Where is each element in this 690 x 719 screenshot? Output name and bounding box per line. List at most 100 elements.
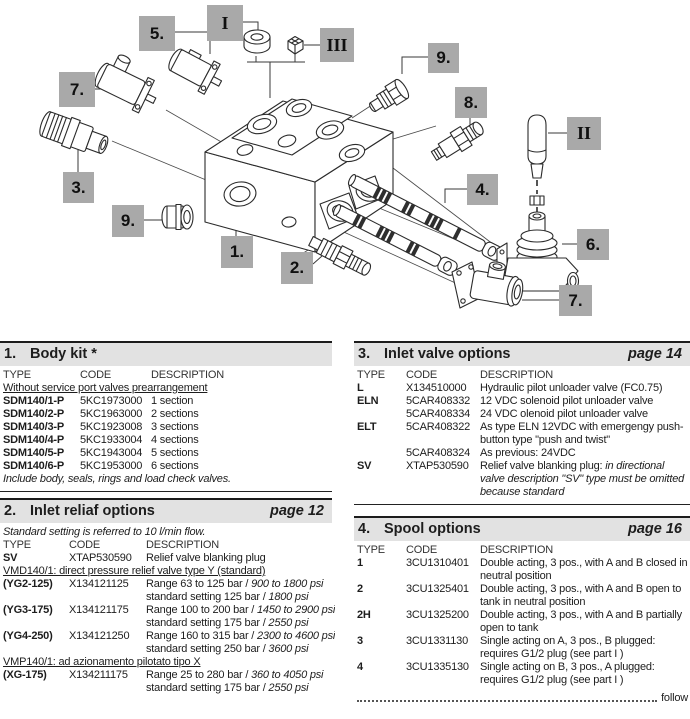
desc-cell: 5 sections: [151, 447, 199, 459]
desc-cell: Double acting, 3 pos., with A and B open…: [480, 583, 682, 608]
section-body-kit: 1. Body kit * TYPE CODE DESCRIPTION With…: [0, 341, 332, 492]
table-row: 5CAR408334 24 VDC olenoid pilot unloader …: [357, 408, 690, 421]
code-cell: 5KC1923008: [80, 421, 143, 433]
code-cell: 3CU1325401: [406, 583, 469, 595]
code-cell: 3CU1310401: [406, 557, 469, 569]
callout-leader-lines: [77, 21, 577, 301]
type-cell: (YG2-125): [3, 578, 53, 590]
code-cell: 5CAR408334: [406, 408, 471, 420]
section-2-header: 2. Inlet reliaf options page 12: [0, 498, 332, 523]
options-tables: 1. Body kit * TYPE CODE DESCRIPTION With…: [0, 341, 690, 710]
desc-cell: 2 sections: [151, 408, 199, 420]
plug-part-drawing: [243, 29, 271, 54]
type-cell: 3: [357, 635, 363, 647]
type-cell: ELN: [357, 395, 379, 407]
exploded-view-diagram: I III 5. 7. 3. 9. 1. 2. 9. 8. II 4. 6. 7…: [0, 0, 690, 340]
page-reference: page 12: [270, 503, 324, 519]
col-description: DESCRIPTION: [146, 539, 219, 551]
desc-cell: 24 VDC olenoid pilot unloader valve: [480, 408, 648, 420]
group-label: Without service port valves prearrangeme…: [3, 382, 208, 394]
type-cell: SV: [357, 460, 372, 472]
column-header-row: TYPE CODE DESCRIPTION: [3, 369, 332, 382]
table-row: SV XTAP530590 Relief valve blanking plug: [3, 552, 332, 565]
section-number: 3.: [358, 346, 371, 362]
callout-1: 1.: [221, 236, 253, 268]
type-cell: SDM140/2-P: [3, 408, 64, 420]
col-code: CODE: [80, 369, 111, 381]
column-header-row: TYPE CODE DESCRIPTION: [357, 544, 690, 557]
desc-cell: 4 sections: [151, 434, 199, 446]
callout-2: 2.: [281, 252, 313, 284]
part-7-bottom-drawing: [451, 261, 524, 309]
type-cell: SDM140/4-P: [3, 434, 64, 446]
section-title: Inlet reliaf options: [30, 503, 155, 519]
footnote: Include body, seals, rings and load chec…: [3, 473, 231, 485]
type-cell: ELT: [357, 421, 377, 433]
col-type: TYPE: [357, 544, 385, 556]
section-spool-options: 4. Spool options page 16 TYPE CODE DESCR…: [354, 516, 690, 710]
desc-cell: Single acting on B, 3 pos., A plugged: r…: [480, 661, 655, 686]
code-cell: XTAP530590: [69, 552, 132, 564]
code-cell: 5KC1973000: [80, 395, 143, 407]
desc-cell: 3 sections: [151, 421, 199, 433]
desc-cell: Relief valve blanking plug: in direction…: [480, 460, 685, 498]
desc-cell: Relief valve blanking plug: [146, 552, 266, 564]
type-cell: SV: [3, 552, 18, 564]
desc-cell: 6 sections: [151, 460, 199, 472]
code-cell: 5KC1963000: [80, 408, 143, 420]
follow-indicator: follow: [357, 692, 690, 705]
desc-cell: As previous: 24VDC: [480, 447, 576, 459]
type-cell: 2H: [357, 609, 371, 621]
column-header-row: TYPE CODE DESCRIPTION: [3, 539, 332, 552]
col-description: DESCRIPTION: [151, 369, 224, 381]
table-row: SDM140/4-P 5KC1933004 4 sections: [3, 434, 332, 447]
section-3-header: 3. Inlet valve options page 14: [354, 341, 690, 366]
type-cell: SDM140/1-P: [3, 395, 64, 407]
col-code: CODE: [406, 369, 437, 381]
section-number: 2.: [4, 503, 17, 519]
part-5-drawing: [168, 48, 223, 95]
callout-5: 5.: [139, 16, 175, 51]
type-cell: L: [357, 382, 364, 394]
section-4-header: 4. Spool options page 16: [354, 516, 690, 541]
code-cell: X134121250: [69, 630, 130, 642]
desc-cell: Double acting, 3 pos., with A and B part…: [480, 609, 682, 634]
section-note: Standard setting is referred to 10 l/min…: [3, 526, 206, 538]
part-2-drawing: [308, 235, 372, 276]
table-row: 4 3CU1335130 Single acting on B, 3 pos., A…: [357, 661, 690, 687]
part-8-drawing: [430, 121, 484, 161]
type-cell: (YG3-175): [3, 604, 53, 616]
spool-a-drawing: [347, 173, 503, 261]
type-cell: 4: [357, 661, 363, 673]
table-row: 5CAR408324 As previous: 24VDC: [357, 447, 690, 460]
type-cell: (XG-175): [3, 669, 47, 681]
callout-3: 3.: [63, 172, 94, 203]
code-cell: 5CAR408332: [406, 395, 471, 407]
code-cell: X134510000: [406, 382, 467, 394]
left-column: 1. Body kit * TYPE CODE DESCRIPTION With…: [0, 341, 336, 710]
page-reference: page 16: [628, 521, 682, 537]
type-cell: SDM140/3-P: [3, 421, 64, 433]
code-cell: 5CAR408324: [406, 447, 471, 459]
col-type: TYPE: [3, 539, 31, 551]
callout-9-right: 9.: [428, 43, 459, 73]
col-code: CODE: [406, 544, 437, 556]
body-kit-table: TYPE CODE DESCRIPTION Without service po…: [0, 366, 332, 492]
code-cell: 5KC1933004: [80, 434, 143, 446]
section-title: Inlet valve options: [384, 346, 511, 362]
code-cell: 3CU1331130: [406, 635, 469, 647]
section-number: 1.: [4, 346, 17, 362]
follow-label: follow: [661, 692, 688, 704]
code-cell: 3CU1335130: [406, 661, 469, 673]
callout-roman-1: I: [207, 5, 243, 41]
col-type: TYPE: [3, 369, 31, 381]
col-type: TYPE: [357, 369, 385, 381]
